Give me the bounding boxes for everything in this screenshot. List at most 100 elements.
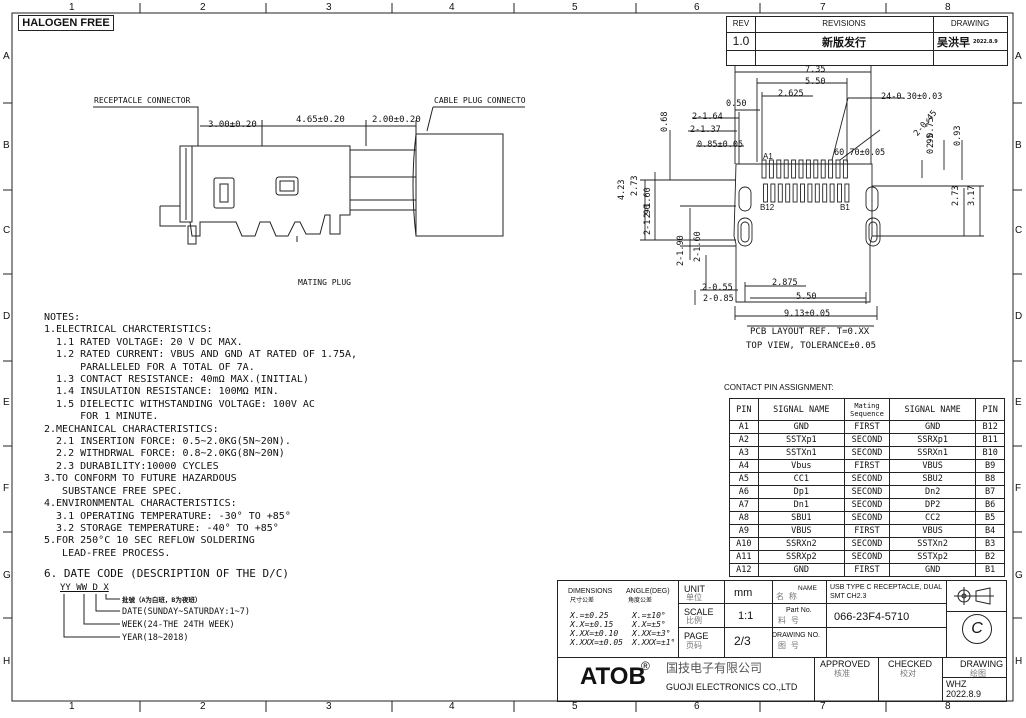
- top-view-dim-label: 2.875: [772, 278, 798, 288]
- part-no-header: Part No.: [786, 607, 812, 614]
- approved-header-cn: 核准: [834, 669, 850, 678]
- note-line: NOTES:: [44, 312, 81, 323]
- top-view-dim-label: 2-1.90: [643, 204, 653, 235]
- revision-block: REV REVISIONS DRAWING 1.0 新版发行 吴洪早 2022.…: [726, 16, 1008, 66]
- pin-table-header-pin-a: PIN: [729, 398, 759, 421]
- note-line: LEAD-FREE PROCESS.: [44, 547, 171, 559]
- pin-table-cell: SECOND: [843, 433, 890, 447]
- scale-value: 1:1: [738, 610, 754, 622]
- pin-label-b1: B1: [840, 203, 850, 212]
- pin-table-cell: SSRXn2: [757, 537, 845, 551]
- dim-tol-3: X.XX=±0.10: [570, 629, 619, 638]
- note-line: 2.3 DURABILITY:10000 CYCLES: [44, 460, 219, 472]
- pin-assignment-table: PIN SIGNAL NAME Mating Sequence SIGNAL N…: [729, 398, 1005, 577]
- note-line: 2.MECHANICAL CHARACTERISTICS:: [44, 423, 219, 435]
- pin-label-b12: B12: [760, 203, 775, 212]
- pin-table-cell: A10: [729, 537, 759, 551]
- pad-row-b: [792, 183, 798, 203]
- mating-plug-label: MATING PLUG: [298, 278, 351, 287]
- ruler-col-label: 2: [200, 701, 206, 712]
- ruler-col-label: 3: [326, 2, 332, 13]
- unit-value: mm: [734, 587, 753, 599]
- pin-table-cell: B2: [975, 550, 1005, 564]
- note-line: 2.1 INSERTION FORCE: 0.5~2.0KG(5N~20N).: [44, 436, 291, 448]
- ruler-row-label: A: [3, 51, 10, 62]
- date-code-pattern: YY WW D X: [60, 583, 109, 593]
- ruler-row-label: H: [1015, 656, 1023, 667]
- top-view-dim-label: 4.23: [617, 179, 627, 200]
- ruler-row-label: F: [3, 483, 10, 494]
- scale-header-cn: 比例: [686, 616, 702, 625]
- top-view-dim-label: 7.35: [805, 65, 826, 75]
- revision-description: 新版发行: [822, 36, 866, 49]
- ruler-col-label: 3: [326, 701, 332, 712]
- pad-row-a: [761, 159, 767, 179]
- page-value: 2/3: [734, 634, 751, 648]
- dim-tol-1: X.=±0.25: [570, 611, 609, 620]
- pad-row-b: [814, 183, 820, 203]
- ruler-row-label: E: [1015, 397, 1022, 408]
- dimensions-header: DIMENSIONS: [568, 588, 613, 595]
- drawing-sign-header: DRAWING: [960, 659, 1004, 669]
- pad-row-b: [807, 183, 813, 203]
- pad-row-a: [842, 159, 848, 179]
- dim-2-00: 2.00±0.20: [372, 115, 421, 125]
- note-line: SUBSTANCE FREE SPEC.: [44, 485, 183, 497]
- pin-table-cell: SSRXn1: [888, 446, 977, 460]
- pin-table-cell: SECOND: [843, 446, 890, 460]
- pin-table-cell: SSTXn2: [888, 537, 977, 551]
- pin-table-cell: SECOND: [843, 472, 890, 486]
- pin-table-cell: GND: [757, 563, 845, 577]
- drawing-no-header-cn: 图 号: [778, 641, 799, 650]
- company-logo: ATOB: [580, 663, 646, 690]
- pin-label-a1: A1: [763, 152, 773, 161]
- pin-table-cell: A11: [729, 550, 759, 564]
- pin-table-cell: A4: [729, 459, 759, 473]
- pad-row-b: [785, 183, 791, 203]
- pin-table-cell: FIRST: [843, 420, 890, 434]
- contact-pin-assignment-title: CONTACT PIN ASSIGNMENT:: [724, 383, 834, 392]
- top-view-dim-label: 2.625: [778, 89, 804, 99]
- pin-table-cell: B9: [975, 459, 1005, 473]
- dim-tol-4: X.XXX=±0.05: [570, 638, 623, 647]
- ang-tol-1: X.=±10°: [632, 611, 666, 620]
- revision-circle: C: [962, 614, 992, 644]
- top-view-dim-label: 2-1.60: [693, 231, 703, 262]
- note-line: 1.5 DIELECTIC WITHSTANDING VOLTAGE: 100V…: [44, 398, 315, 410]
- ruler-row-label: D: [3, 311, 11, 322]
- note-line: 1.1 RATED VOLTAGE: 20 V DC MAX.: [44, 336, 243, 348]
- pin-table-header-signal-b: SIGNAL NAME: [888, 398, 977, 421]
- top-view-dim-label: 2-0.85: [703, 294, 734, 304]
- top-view-dim-label: 2-0.55: [702, 283, 733, 293]
- pin-table-cell: Dn1: [757, 498, 845, 512]
- pin-table-cell: SECOND: [843, 537, 890, 551]
- part-number: 066-23F4-5710: [834, 611, 910, 623]
- top-view-dim-label: 2-1.64: [692, 112, 723, 122]
- pin-table-cell: DP2: [888, 498, 977, 512]
- ruler-col-label: 5: [572, 2, 578, 13]
- dim-3-00: 3.00±0.20: [208, 120, 257, 130]
- pad-row-a: [820, 159, 826, 179]
- note-line: 4.ENVIRONMENTAL CHARACTERISTICS:: [44, 498, 237, 510]
- date-code-line-date: DATE(SUNDAY~SATURDAY:1~7): [122, 607, 250, 617]
- pin-table-header-signal-a: SIGNAL NAME: [757, 398, 845, 421]
- note-line: 3.2 STORAGE TEMPERATURE: -40° TO +85°: [44, 522, 279, 534]
- note-line: PARALLELED FOR A TOTAL OF 7A.: [44, 361, 255, 373]
- date-code-title: 6. DATE CODE (DESCRIPTION OF THE D/C): [44, 567, 290, 580]
- pin-table-cell: CC2: [888, 511, 977, 525]
- top-view-tolerance-caption: TOP VIEW, TOLERANCE±0.05: [746, 341, 877, 351]
- unit-header: UNIT: [684, 584, 705, 594]
- pin-table-cell: SBU2: [888, 472, 977, 486]
- top-view-dim-label: 9.13±0.05: [784, 309, 831, 319]
- revisions-header: REVISIONS: [822, 19, 866, 28]
- top-view-dim-label: 24-0.30±0.03: [881, 92, 943, 102]
- ruler-row-label: C: [3, 225, 11, 236]
- revision-date: 2022.8.9: [973, 39, 998, 45]
- pin-table-cell: B7: [975, 485, 1005, 499]
